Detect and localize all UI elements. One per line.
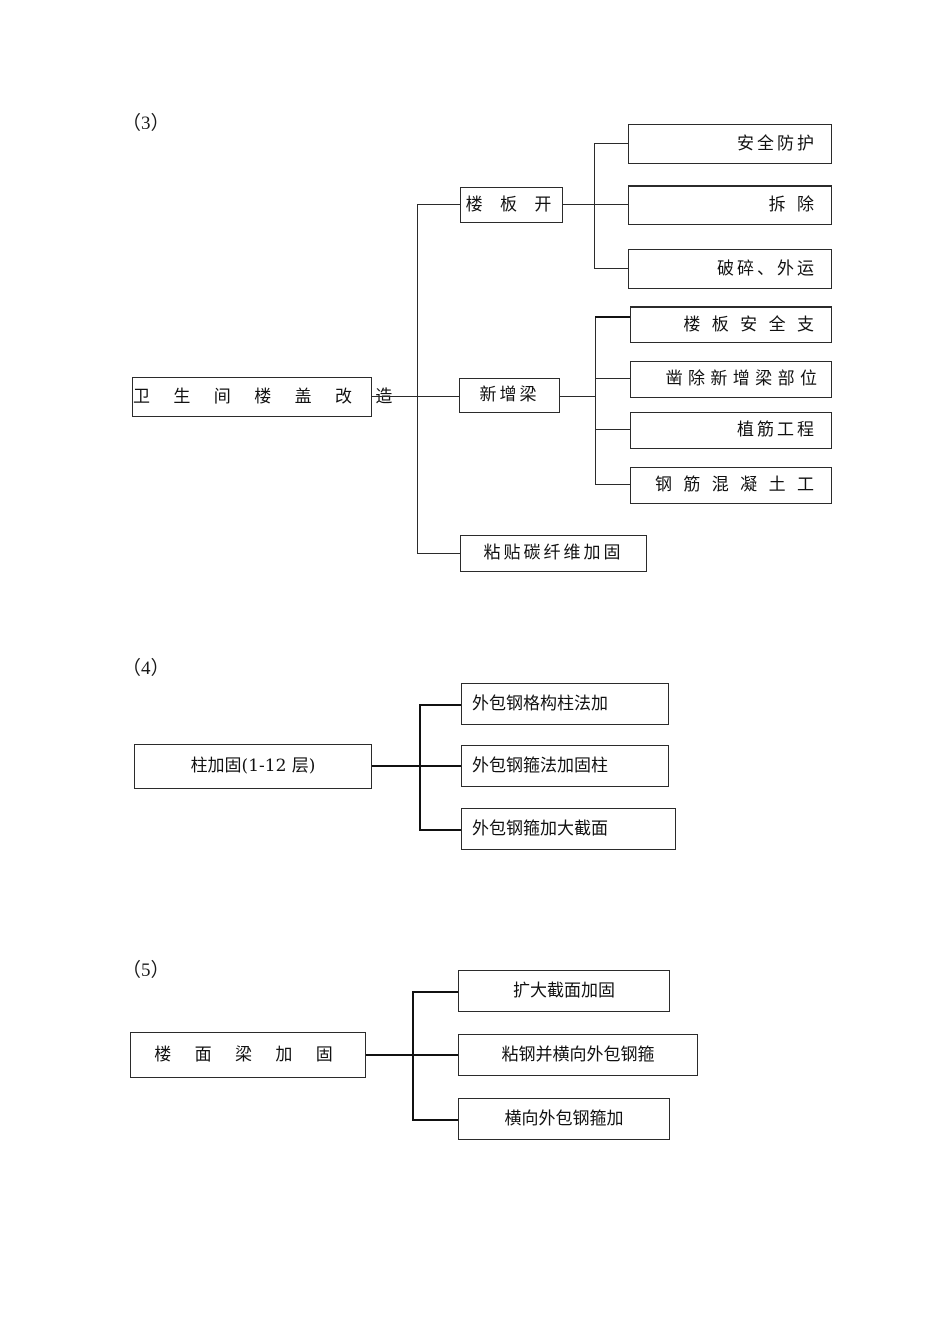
connector-to-steel-bond-hoop <box>412 1054 459 1057</box>
connector-to-transverse-hoop <box>412 1119 459 1122</box>
node-label: 卫 生 间 楼 盖 改 造 <box>133 386 402 407</box>
node-crush-transport[interactable]: 破碎、外运 <box>628 249 832 289</box>
connector-to-steel-lattice-column <box>419 704 462 707</box>
connector-to-rebar-planting <box>595 429 630 431</box>
node-rebar-planting-work[interactable]: 植筋工程 <box>630 412 832 449</box>
node-label: 楼 面 梁 加 固 <box>154 1044 342 1065</box>
section-label-4: （4） <box>122 658 170 679</box>
node-label: 植筋工程 <box>737 420 817 440</box>
node-label: 安全防护 <box>737 133 817 154</box>
node-steel-lattice-column-method[interactable]: 外包钢格构柱法加 <box>461 683 669 725</box>
connector-to-demolition <box>594 204 628 206</box>
node-label: 外包钢格构柱法加 <box>472 693 608 714</box>
node-root-column-reinforcement[interactable]: 柱加固(1-12 层) <box>134 744 372 789</box>
node-label: 横向外包钢箍加 <box>504 1108 624 1129</box>
connector-to-slab-opening <box>417 204 461 206</box>
connector-slab-opening-trunk <box>594 144 596 269</box>
node-root-floor-beam-reinforcement[interactable]: 楼 面 梁 加 固 <box>130 1032 366 1078</box>
connector-to-enlarge-section <box>412 991 459 994</box>
node-label: 粘贴碳纤维加固 <box>483 543 624 563</box>
connector-to-slab-support <box>595 316 630 319</box>
connector-to-cfrp <box>417 553 461 555</box>
node-chisel-new-beam-position[interactable]: 凿 除 新 增 梁 部 位 <box>630 361 832 398</box>
connector-to-reinforced-concrete <box>595 484 630 486</box>
node-steel-hoop-column-method[interactable]: 外包钢箍法加固柱 <box>461 745 669 787</box>
node-label: 钢 筋 混 凝 土 工 <box>654 475 817 495</box>
node-steel-hoop-enlarge-section[interactable]: 外包钢箍加大截面 <box>461 808 676 850</box>
connector-main-trunk <box>417 205 419 554</box>
connector-slab-opening-stub <box>563 204 595 206</box>
connector-new-beam-stub <box>560 396 596 398</box>
connector-column-root-stub <box>372 765 421 768</box>
node-label: 楼 板 开 <box>465 194 558 215</box>
node-slab-safety-support[interactable]: 楼 板 安 全 支 <box>630 306 832 343</box>
node-safety-protection[interactable]: 安全防护 <box>628 124 832 164</box>
node-label: 外包钢箍法加固柱 <box>472 755 608 776</box>
node-transverse-steel-hoop[interactable]: 横向外包钢箍加 <box>458 1098 670 1140</box>
node-label: 楼 板 安 全 支 <box>683 314 817 335</box>
section-label-5: （5） <box>122 960 170 981</box>
connector-root-stub <box>372 396 418 398</box>
connector-to-safety-protection <box>594 143 628 145</box>
connector-to-new-beam <box>417 396 459 398</box>
connector-column-trunk <box>419 705 422 830</box>
node-label: 扩大截面加固 <box>513 980 615 1001</box>
node-reinforced-concrete-work[interactable]: 钢 筋 混 凝 土 工 <box>630 467 832 504</box>
node-slab-opening[interactable]: 楼 板 开 <box>460 187 563 223</box>
node-cfrp-bonding-reinforcement[interactable]: 粘贴碳纤维加固 <box>460 535 647 572</box>
section-label-3: （3） <box>122 113 170 134</box>
node-label: 外包钢箍加大截面 <box>472 818 608 839</box>
node-label: 破碎、外运 <box>717 258 817 279</box>
node-label: 新增梁 <box>479 385 540 405</box>
connector-to-steel-hoop-enlarge <box>419 829 462 832</box>
node-label: 拆 除 <box>768 195 817 215</box>
node-enlarge-section-reinforcement[interactable]: 扩大截面加固 <box>458 970 670 1012</box>
node-label: 凿 除 新 增 梁 部 位 <box>665 369 817 389</box>
node-label: 粘钢并横向外包钢箍 <box>501 1044 655 1065</box>
connector-to-crush-transport <box>594 268 628 270</box>
node-root-bathroom-floor-renovation[interactable]: 卫 生 间 楼 盖 改 造 <box>132 377 402 417</box>
node-label: 柱加固(1-12 层) <box>190 756 316 776</box>
connector-to-chisel-beam <box>595 378 630 380</box>
connector-beam-root-stub <box>366 1054 414 1057</box>
node-new-beam[interactable]: 新增梁 <box>459 378 560 413</box>
node-demolition[interactable]: 拆 除 <box>628 185 832 225</box>
node-steel-bonding-transverse-hoop[interactable]: 粘钢并横向外包钢箍 <box>458 1034 698 1076</box>
connector-new-beam-trunk <box>595 317 597 485</box>
connector-to-steel-hoop-column <box>419 765 462 768</box>
